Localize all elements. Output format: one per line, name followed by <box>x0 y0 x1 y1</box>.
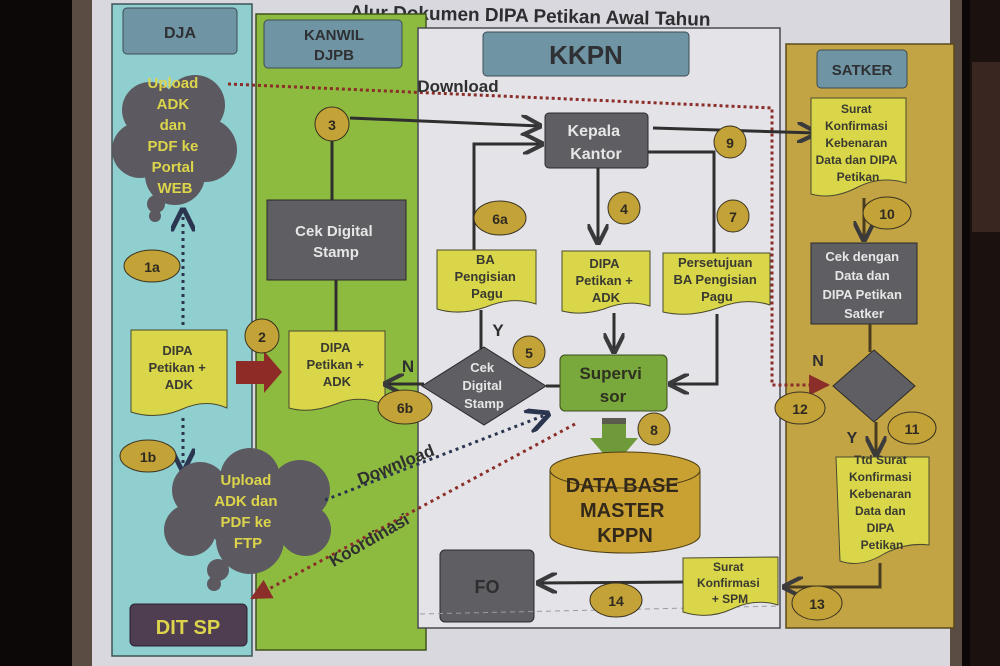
download-dotted-path-top <box>227 82 831 396</box>
step-badge-5: 5 <box>512 335 546 369</box>
decision-satker <box>832 349 916 423</box>
svg-text:KKPN: KKPN <box>549 40 623 70</box>
cloud-upload-web: Upload ADK dan PDF ke Portal WEB <box>112 75 237 222</box>
lane-header-dja: DJA <box>122 7 238 55</box>
svg-text:11: 11 <box>905 421 920 437</box>
edge-label-yes: Y <box>492 321 504 340</box>
svg-text:13: 13 <box>809 596 825 612</box>
node-dit-sp: DIT SP <box>129 603 248 647</box>
svg-text:9: 9 <box>726 135 734 151</box>
step-badge-10: 10 <box>862 196 912 230</box>
svg-text:DJPB: DJPB <box>314 47 354 64</box>
node-database-master-kppn: DATA BASE MASTER KPPN <box>549 451 701 554</box>
wall-sign <box>972 62 1000 232</box>
svg-text:Cek Digital Stamp: Cek Digital Stamp <box>295 223 377 261</box>
svg-text:KANWIL: KANWIL <box>304 27 364 44</box>
document-persetujuan-ba: Persetujuan BA Pengisian Pagu <box>662 252 771 315</box>
node-supervisor: Supervi sor <box>559 354 668 412</box>
step-badge-2: 2 <box>244 318 280 354</box>
svg-text:7: 7 <box>729 209 737 225</box>
svg-text:DIPA Petikan + ADK: DIPA Petikan + ADK <box>575 256 636 305</box>
cloud-upload-ftp: Upload ADK dan PDF ke FTP <box>164 448 331 591</box>
svg-text:DIT SP: DIT SP <box>156 617 220 639</box>
svg-text:2: 2 <box>258 329 266 345</box>
svg-text:14: 14 <box>608 593 624 609</box>
svg-text:8: 8 <box>650 422 658 438</box>
node-fo: FO <box>439 549 535 623</box>
svg-text:1a: 1a <box>144 259 160 275</box>
decision-cek-digital-stamp: Cek Digital Stamp <box>421 346 547 426</box>
lane-header-satker: SATKER <box>816 49 908 89</box>
svg-text:6b: 6b <box>397 400 413 416</box>
lane-header-kppn: KKPN <box>482 31 690 77</box>
svg-text:Cek dengan Data dan: Cek dengan Data dan DIPA Petikan Satker <box>822 249 905 321</box>
step-badge-8: 8 <box>637 412 671 446</box>
connector-arrow-to-kepala <box>349 118 540 126</box>
svg-text:Persetujuan BA Pengisia: Persetujuan BA Pengisian Pagu <box>674 255 761 304</box>
svg-text:1b: 1b <box>140 449 156 465</box>
node-satker-cek-data: Cek dengan Data dan DIPA Petikan Satker <box>810 242 918 325</box>
svg-text:4: 4 <box>620 201 628 217</box>
step-badge-13: 13 <box>791 585 843 621</box>
svg-text:FO: FO <box>475 577 500 597</box>
svg-text:DATA BASE MASTER K: DATA BASE MASTER KPPN <box>566 475 685 547</box>
svg-text:Surat Konfirmasi +: Surat Konfirmasi + SPM <box>697 560 763 606</box>
document-surat-konfirmasi-spm: Surat Konfirmasi + SPM <box>682 556 779 616</box>
svg-text:Ttd Surat Konfirmasi: Ttd Surat Konfirmasi Kebenaran Data dan … <box>849 453 915 552</box>
lane-header-kanwil: KANWIL DJPB <box>263 19 403 69</box>
edge-label-satker-yes: Y <box>847 430 858 447</box>
svg-text:10: 10 <box>879 206 895 222</box>
svg-text:DIPA Petikan + ADK: DIPA Petikan + ADK <box>306 340 367 389</box>
document-kppn-dipa-petikan: DIPA Petikan + ADK <box>561 250 651 314</box>
step-badge-6b: 6b <box>377 389 433 425</box>
svg-text:DIPA Petikan + ADK: DIPA Petikan + ADK <box>148 343 209 392</box>
room-background <box>970 0 1000 666</box>
step-badge-9: 9 <box>713 125 747 159</box>
svg-text:Kepala Kantor: Kepala Kantor <box>568 123 625 163</box>
step-badge-3: 3 <box>314 106 350 142</box>
step-badge-7: 7 <box>716 199 750 233</box>
step-badge-1b: 1b <box>119 439 177 473</box>
step-badge-4: 4 <box>607 191 641 225</box>
svg-text:3: 3 <box>328 117 336 133</box>
edge-label-satker-no: N <box>812 353 824 370</box>
koordinasi-dotted-path <box>250 422 576 600</box>
node-kepala-kantor: Kepala Kantor <box>544 112 649 169</box>
step-badge-1a: 1a <box>123 249 181 283</box>
document-dja-dipa-petikan: DIPA Petikan + ADK <box>130 329 228 416</box>
node-cek-digital-stamp-box: Cek Digital Stamp <box>266 199 407 281</box>
svg-text:BA Pengisian Pagu: BA Pengisian Pagu <box>454 252 519 301</box>
svg-text:5: 5 <box>525 345 533 361</box>
svg-text:Upload ADK dan PDF: Upload ADK dan PDF ke FTP <box>214 472 282 552</box>
svg-text:Surat Konfirmasi K: Surat Konfirmasi Kebenaran Data dan DIPA… <box>816 102 901 184</box>
svg-text:DJA: DJA <box>164 25 196 42</box>
svg-text:6a: 6a <box>492 211 508 227</box>
document-kanwil-dipa-petikan: DIPA Petikan + ADK <box>288 330 386 411</box>
step-badge-14: 14 <box>589 582 643 618</box>
step-badge-6a: 6a <box>473 200 527 236</box>
svg-text:12: 12 <box>792 401 808 417</box>
edge-label-download-top: Download <box>417 77 498 96</box>
document-ba-pengisian-pagu: BA Pengisian Pagu <box>436 249 537 313</box>
document-ttd-surat-konfirmasi: Ttd Surat Konfirmasi Kebenaran Data dan … <box>835 453 930 564</box>
connector-line-7 <box>648 150 716 253</box>
step-badge-11: 11 <box>887 411 937 445</box>
svg-text:Supervi sor: Supervi sor <box>579 364 646 406</box>
svg-text:Upload ADK dan: Upload ADK dan PDF ke Portal WEB <box>147 75 202 197</box>
step-badge-12: 12 <box>774 391 826 425</box>
svg-text:Cek Digital Stamp: Cek Digital Stamp <box>462 360 505 411</box>
download-dotted-path-mid <box>324 414 548 502</box>
document-satker-surat-konfirmasi: Surat Konfirmasi Kebenaran Data dan DIPA… <box>810 97 907 197</box>
svg-text:SATKER: SATKER <box>832 62 893 79</box>
connector-arrow-to-supervisor <box>670 314 719 384</box>
edge-label-no: N <box>402 357 414 376</box>
transfer-arrow-icon <box>236 351 282 393</box>
connector-arrow-14 <box>538 582 684 583</box>
